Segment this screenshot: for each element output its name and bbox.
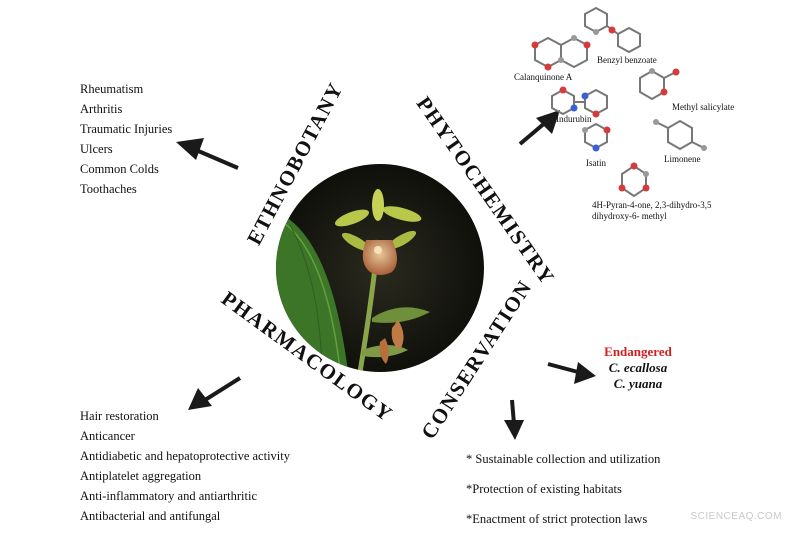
benzyl-benzoate-molecule [584, 6, 641, 54]
list-item: Arthritis [80, 102, 123, 116]
methyl-salicylate-molecule [639, 68, 680, 101]
list-item: Toothaches [80, 182, 137, 196]
list-item: Anti-inflammatory and antiarthritic [80, 489, 258, 503]
status-label: Endangered [604, 344, 672, 359]
limonene-molecule [653, 119, 707, 151]
label-benzyl-benzoate: Benzyl benzoate [597, 55, 657, 65]
list-item: Traumatic Injuries [80, 122, 173, 136]
list-item: Ulcers [80, 142, 113, 156]
list-item: Antiplatelet aggregation [80, 469, 202, 483]
list-item: Anticancer [80, 429, 135, 443]
indurubin-molecule [551, 86, 608, 118]
ethnobotany-uses-list: Rheumatism Arthritis Traumatic Injuries … [80, 79, 172, 199]
label-indurubin: Indurubin [556, 114, 592, 124]
label-limonene: Limonene [664, 154, 701, 164]
molecule-models [531, 6, 707, 198]
conservation-actions-list: * Sustainable collection and utilization… [466, 444, 660, 534]
label-pyranone-line2: dihydroxy-6- methyl [592, 211, 667, 221]
conservation-status: Endangered C. ecallosa C. yuana [585, 344, 691, 392]
arrow-ethnobotany [176, 138, 239, 170]
species-name: C. ecallosa [608, 360, 668, 375]
pharmacology-uses-list: Hair restoration Anticancer Antidiabetic… [80, 406, 290, 526]
calanquinone-molecule [531, 35, 591, 71]
label-methyl-salicylate: Methyl salicylate [672, 102, 735, 112]
list-item: Common Colds [80, 162, 159, 176]
arrow-conservation-actions [504, 399, 524, 440]
list-item: Antidiabetic and hepatoprotective activi… [80, 449, 290, 463]
list-item: Antibacterial and antifungal [80, 509, 221, 523]
list-item: Hair restoration [80, 409, 159, 423]
species-name: C. yuana [613, 376, 663, 391]
orchid-photo [276, 164, 484, 372]
label-pyranone: 4H-Pyran-4-one, 2,3-dihydro-3,5 dihydrox… [592, 200, 711, 222]
isatin-molecule [582, 122, 611, 152]
list-item: *Enactment of strict protection laws [466, 512, 648, 526]
arrow-conservation-status [547, 362, 596, 384]
list-item: Rheumatism [80, 82, 144, 96]
label-pyranone-line1: 4H-Pyran-4-one, 2,3-dihydro-3,5 [592, 200, 712, 210]
watermark: SCIENCEAQ.COM [690, 511, 782, 522]
label-isatin: Isatin [586, 158, 606, 168]
list-item: *Protection of existing habitats [466, 482, 622, 496]
list-item: * Sustainable collection and utilization [466, 452, 661, 466]
pyranone-molecule [618, 162, 650, 198]
arrow-phytochemistry [518, 110, 560, 146]
arrow-pharmacology [188, 376, 242, 410]
label-calanquinone: Calanquinone A [514, 72, 573, 82]
